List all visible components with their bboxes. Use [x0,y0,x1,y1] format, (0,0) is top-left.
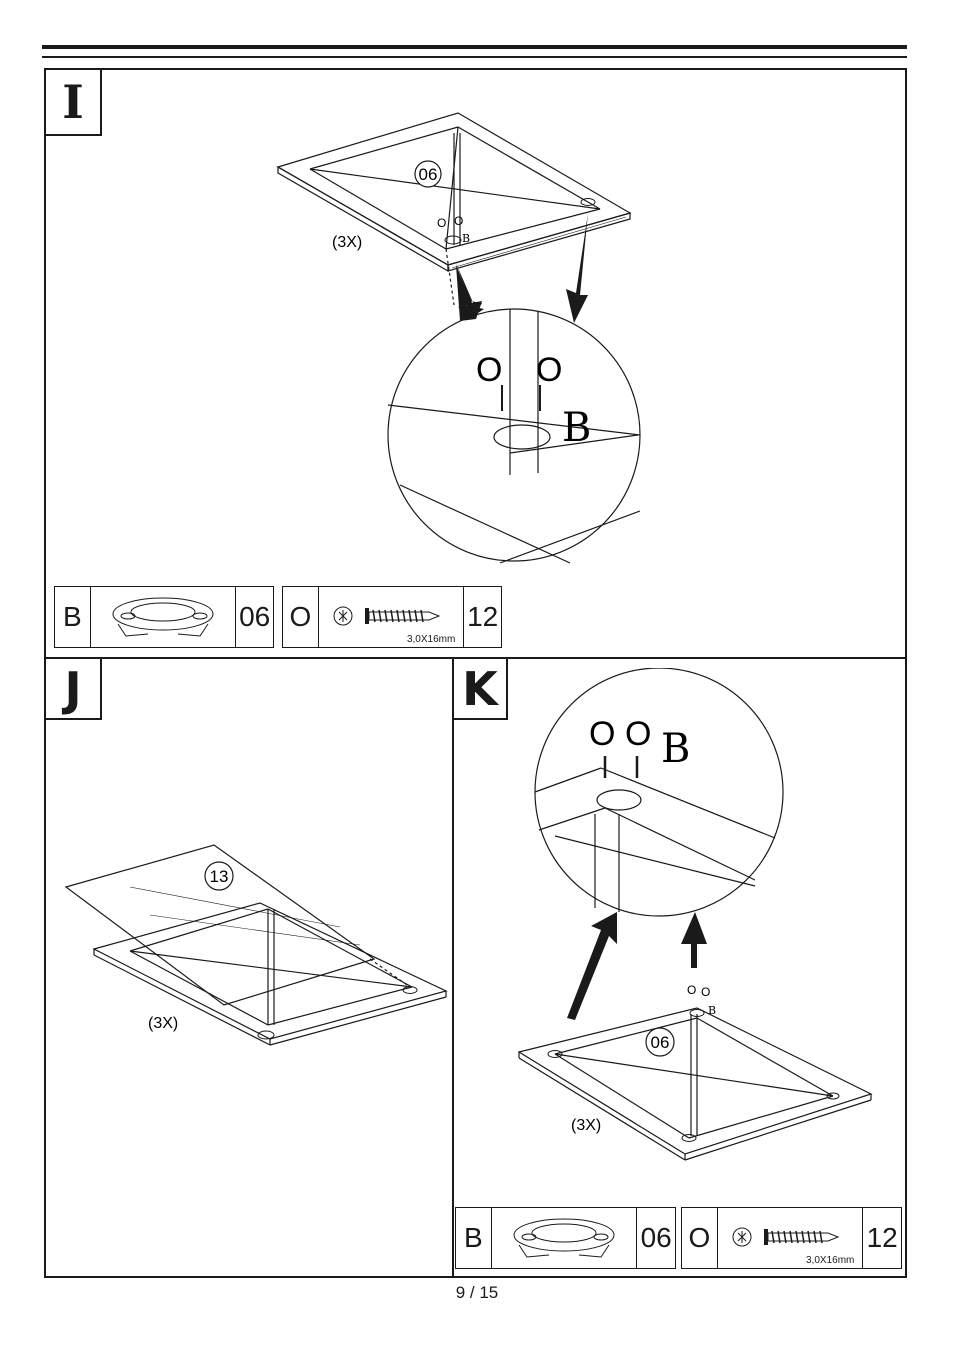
step-j-part-bubble: 13 [210,867,229,886]
step-k-zoom-screw-a: O [589,715,615,753]
step-k-bracket-label: B [708,1004,716,1017]
step-k-panel [452,657,907,1278]
step-k-zoom-screw-b: O [625,715,651,753]
step-k-count: (3X) [571,1117,601,1134]
round-bracket-icon [91,587,237,647]
part-code: O [283,587,319,647]
step-i-part-bubble: 06 [419,165,438,184]
step-k-drawing: O O B 06 (3X) O O B [517,668,873,1161]
screw-size: 3,0X16mm [806,1255,855,1266]
step-i-part-b-box: B 06 [54,586,274,648]
step-i-zoom-screw-b: O [536,351,562,389]
round-bracket-icon [492,1208,638,1268]
step-k-letter: K [452,657,508,720]
step-i-zoom-bracket: B [562,405,591,451]
screw-icon: 3,0X16mm [319,587,465,647]
part-qty: 12 [866,1222,898,1253]
step-j-letter: J [44,657,102,720]
step-i-bracket-label: B [462,232,470,245]
screw-icon: 3,0X16mm [718,1208,864,1268]
part-code: O [682,1208,718,1268]
step-k-zoom-bracket: B [661,726,690,772]
page-number: 9 / 15 [455,1283,499,1302]
step-i-screw-b: O [454,214,463,228]
step-i-drawing: 06 (3X) O O B O O B [276,112,641,564]
part-qty: 06 [239,601,271,632]
step-i-zoom-screw-a: O [476,351,502,389]
screw-size: 3,0X16mm [406,634,456,645]
part-qty: 06 [640,1222,672,1253]
step-i-part-o-box: O 3,0X16mm 12 [282,586,502,648]
part-code: B [55,587,91,647]
step-j-count: (3X) [148,1015,178,1032]
header-rule-thin [42,56,907,58]
step-k-part-o-box: O 3,0X16mm 12 [681,1207,902,1269]
part-qty: 12 [467,601,499,632]
header-rule-thick [42,45,907,49]
step-i-screw-a: O [437,216,446,230]
step-k-part-b-box: B 06 [455,1207,676,1269]
step-k-screw-b: O [701,985,710,999]
step-k-screw-a: O [687,983,696,997]
step-i-count: (3X) [332,234,362,251]
step-k-part-bubble: 06 [651,1033,670,1052]
step-i-letter: I [44,68,102,136]
part-code: B [456,1208,492,1268]
step-j-drawing: 13 (3X) [64,844,448,1046]
